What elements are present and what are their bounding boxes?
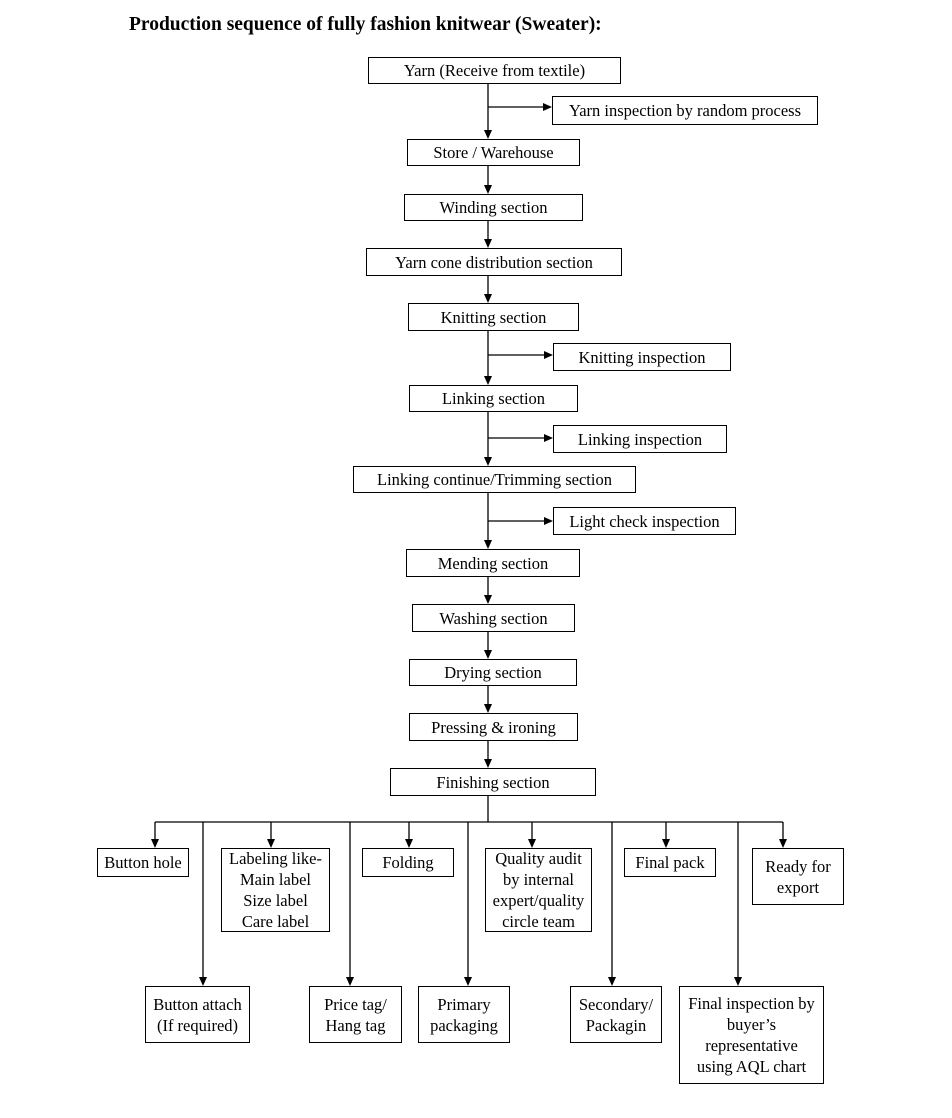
arrowhead bbox=[199, 977, 207, 986]
check-light-check-inspection: Light check inspection bbox=[553, 507, 736, 535]
arrowhead bbox=[544, 517, 553, 525]
arrowhead bbox=[484, 185, 492, 194]
step-washing-section: Washing section bbox=[412, 604, 575, 632]
arrowhead bbox=[662, 839, 670, 848]
check-knitting-inspection: Knitting inspection bbox=[553, 343, 731, 371]
finish-button-attach: Button attach (If required) bbox=[145, 986, 250, 1043]
step-mending-section: Mending section bbox=[406, 549, 580, 577]
arrowhead bbox=[484, 540, 492, 549]
arrowhead bbox=[267, 839, 275, 848]
finish-folding: Folding bbox=[362, 848, 454, 877]
arrowhead bbox=[779, 839, 787, 848]
arrowhead bbox=[484, 595, 492, 604]
step-yarn-receive: Yarn (Receive from textile) bbox=[368, 57, 621, 84]
arrowhead bbox=[734, 977, 742, 986]
step-finishing-section: Finishing section bbox=[390, 768, 596, 796]
arrowhead bbox=[484, 376, 492, 385]
finish-button-hole: Button hole bbox=[97, 848, 189, 877]
diagram-title: Production sequence of fully fashion kni… bbox=[129, 14, 602, 35]
arrowhead bbox=[484, 759, 492, 768]
step-linking-continue-trimming: Linking continue/Trimming section bbox=[353, 466, 636, 493]
finish-ready-for-export: Ready for export bbox=[752, 848, 844, 905]
check-yarn-inspection: Yarn inspection by random process bbox=[552, 96, 818, 125]
finish-final-pack: Final pack bbox=[624, 848, 716, 877]
arrowhead bbox=[484, 130, 492, 139]
arrowhead bbox=[544, 434, 553, 442]
arrowhead bbox=[484, 457, 492, 466]
arrowhead bbox=[484, 294, 492, 303]
finish-secondary-packaging: Secondary/ Packagin bbox=[570, 986, 662, 1043]
check-linking-inspection: Linking inspection bbox=[553, 425, 727, 453]
step-pressing-ironing: Pressing & ironing bbox=[409, 713, 578, 741]
finish-final-inspection: Final inspection by buyer’s representati… bbox=[679, 986, 824, 1084]
step-winding-section: Winding section bbox=[404, 194, 583, 221]
step-linking-section: Linking section bbox=[409, 385, 578, 412]
finish-quality-audit: Quality audit by internal expert/quality… bbox=[485, 848, 592, 932]
arrowhead bbox=[484, 239, 492, 248]
step-drying-section: Drying section bbox=[409, 659, 577, 686]
finish-price-tag: Price tag/ Hang tag bbox=[309, 986, 402, 1043]
finish-primary-packaging: Primary packaging bbox=[418, 986, 510, 1043]
step-knitting-section: Knitting section bbox=[408, 303, 579, 331]
arrowhead bbox=[528, 839, 536, 848]
arrowhead bbox=[346, 977, 354, 986]
arrowhead bbox=[543, 103, 552, 111]
arrowhead bbox=[544, 351, 553, 359]
finish-labeling: Labeling like- Main label Size label Car… bbox=[221, 848, 330, 932]
arrowhead bbox=[405, 839, 413, 848]
arrowhead bbox=[484, 650, 492, 659]
arrowhead bbox=[608, 977, 616, 986]
arrowhead bbox=[151, 839, 159, 848]
arrowhead bbox=[484, 704, 492, 713]
step-store-warehouse: Store / Warehouse bbox=[407, 139, 580, 166]
step-yarn-cone-distribution: Yarn cone distribution section bbox=[366, 248, 622, 276]
arrowhead bbox=[464, 977, 472, 986]
